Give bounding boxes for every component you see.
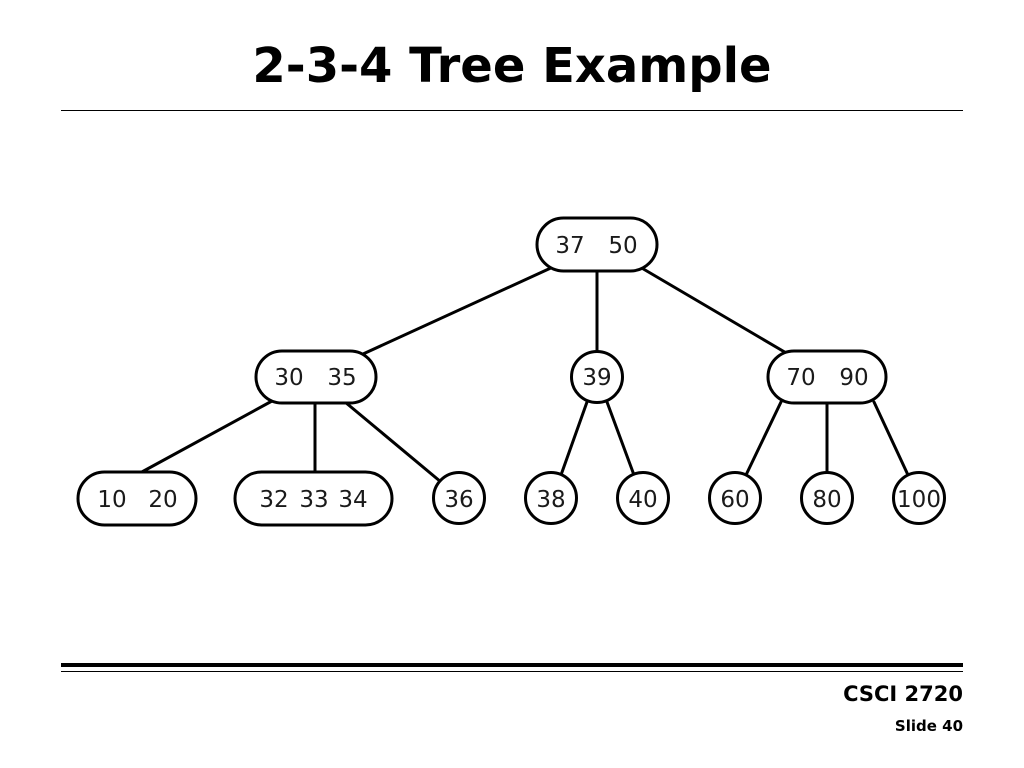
tree-node-30-35: 30 35 — [254, 349, 378, 405]
slide-title: 2-3-4 Tree Example — [252, 38, 772, 94]
edge-39-to-40 — [605, 400, 636, 477]
node-key: 60 — [720, 487, 749, 513]
node-key: 40 — [628, 487, 657, 513]
tree-leaf-100: 100 — [892, 471, 946, 525]
edge-70-90-to-60 — [744, 400, 783, 477]
tree-leaf-38: 38 — [524, 471, 578, 525]
edge-30-35-to-10-20 — [138, 399, 274, 475]
edge-70-90-to-100 — [872, 400, 910, 477]
edge-root-to-30-35 — [361, 265, 555, 356]
node-key: 70 — [786, 365, 815, 391]
node-key: 34 — [338, 487, 367, 513]
node-key: 37 — [555, 233, 584, 259]
title-divider — [61, 110, 963, 111]
node-key: 90 — [839, 365, 868, 391]
node-key: 33 — [299, 487, 328, 513]
edge-root-to-70-90 — [638, 265, 790, 356]
tree-node-root: 37 50 — [535, 216, 659, 273]
node-key: 50 — [608, 233, 637, 259]
node-key: 39 — [582, 365, 611, 391]
tree-node-70-90: 70 90 — [766, 349, 888, 405]
tree-leaf-10-20: 10 20 — [76, 470, 198, 527]
edge-30-35-to-36 — [343, 400, 443, 484]
edge-39-to-38 — [559, 400, 589, 477]
node-key: 80 — [812, 487, 841, 513]
tree-leaf-40: 40 — [616, 471, 670, 525]
slide-number: Slide 40 — [894, 717, 963, 735]
tree-leaf-80: 80 — [800, 471, 854, 525]
node-key: 32 — [259, 487, 288, 513]
node-key: 10 — [97, 487, 126, 513]
node-key: 100 — [897, 487, 941, 513]
course-label: CSCI 2720 — [843, 682, 963, 706]
node-key: 20 — [148, 487, 177, 513]
tree-leaf-32-33-34: 32 33 34 — [233, 470, 394, 527]
tree-leaf-36: 36 — [432, 471, 486, 525]
tree-edges — [138, 265, 910, 484]
node-key: 36 — [444, 487, 473, 513]
footer-divider-thick — [61, 663, 963, 667]
node-key: 38 — [536, 487, 565, 513]
footer-divider-thin — [61, 671, 963, 672]
tree-node-39: 39 — [570, 350, 624, 404]
tree-leaf-60: 60 — [708, 471, 762, 525]
node-key: 35 — [327, 365, 356, 391]
node-key: 30 — [274, 365, 303, 391]
